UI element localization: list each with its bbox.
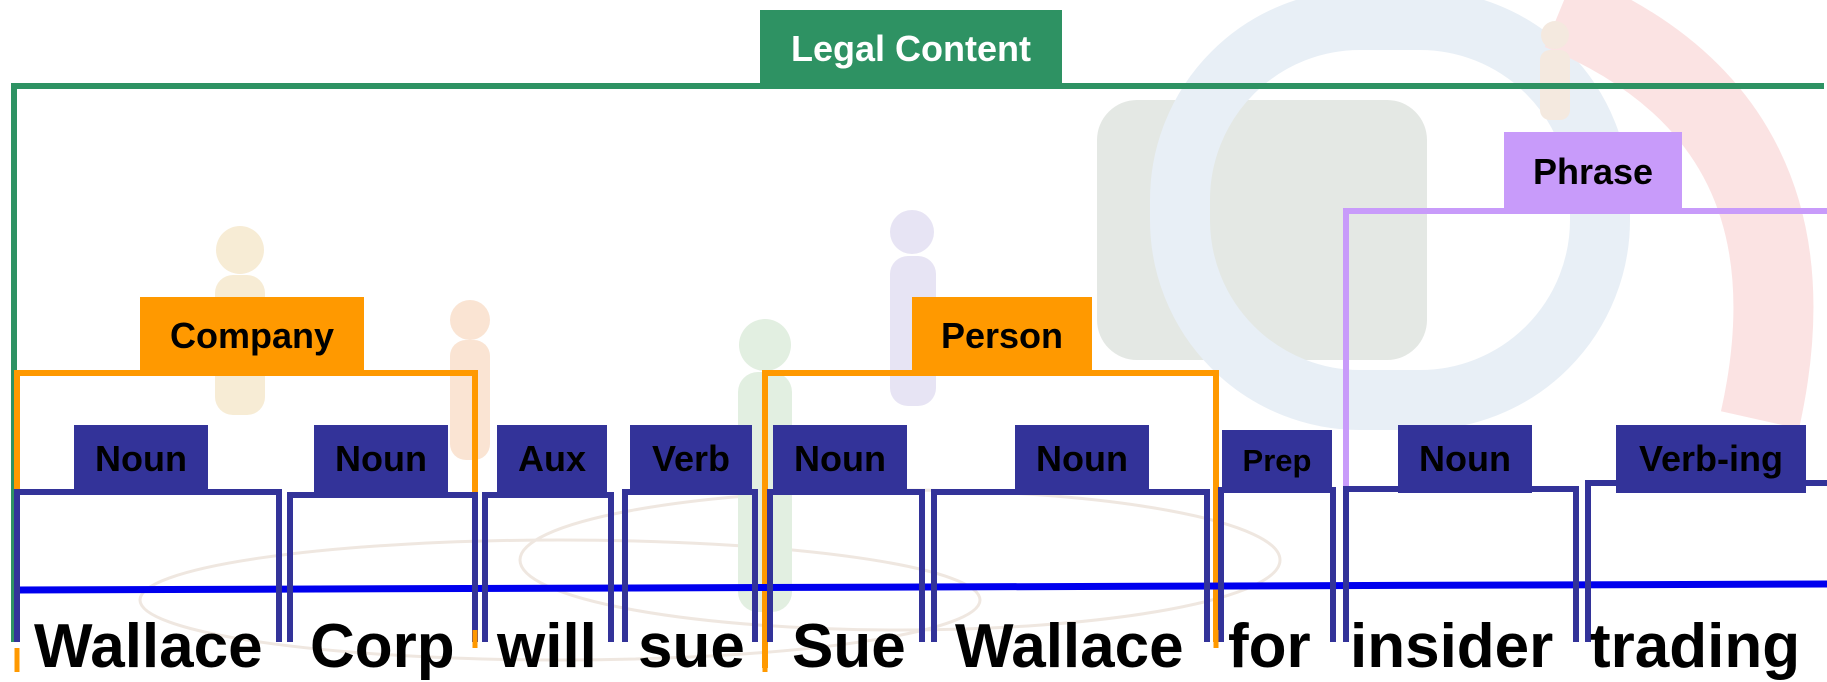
pos-label-noun-3: Noun: [773, 425, 907, 493]
phrase-label: Phrase: [1504, 132, 1682, 212]
pos-label-aux: Aux: [497, 425, 607, 493]
pos-label-verb: Verb: [630, 425, 752, 493]
person-label: Person: [912, 297, 1092, 375]
word-sue-verb: sue: [638, 612, 745, 681]
pos-label-prep: Prep: [1222, 430, 1332, 492]
word-will: will: [497, 612, 597, 681]
company-label: Company: [140, 297, 364, 375]
pos-label-noun-2: Noun: [314, 425, 448, 493]
pos-label-noun-5: Noun: [1398, 425, 1532, 493]
word-trading: trading: [1590, 612, 1801, 681]
word-insider: insider: [1350, 612, 1554, 681]
pos-label-noun-1: Noun: [74, 425, 208, 493]
pos-label-noun-4: Noun: [1015, 425, 1149, 493]
word-wallace-2: Wallace: [955, 612, 1184, 681]
word-for: for: [1228, 612, 1311, 681]
word-sue-name: Sue: [792, 612, 906, 681]
word-corp: Corp: [310, 612, 455, 681]
legal-content-label: Legal Content: [760, 10, 1062, 88]
word-wallace-1: Wallace: [34, 612, 263, 681]
pos-label-verb-ing: Verb-ing: [1616, 425, 1806, 493]
